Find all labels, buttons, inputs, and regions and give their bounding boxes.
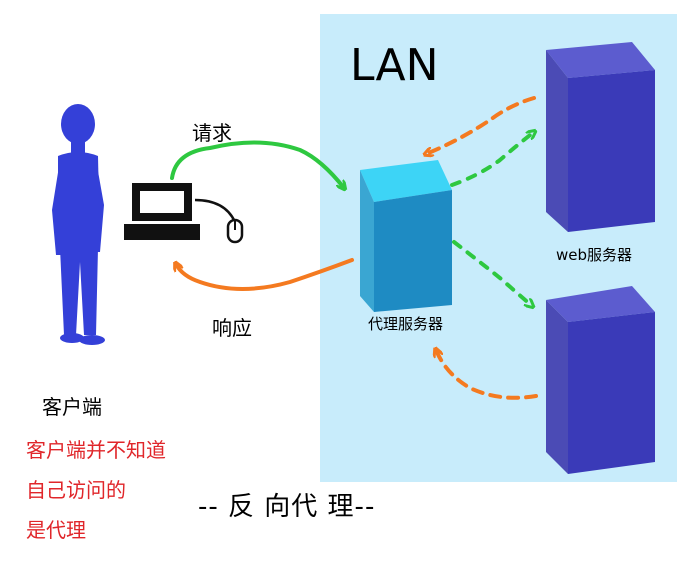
response-label: 响应: [212, 316, 252, 340]
request-arrow: [170, 140, 344, 188]
web-server-label: web服务器: [556, 246, 633, 264]
web-server-bottom-icon: [546, 286, 655, 474]
note-line-3: 是代理: [26, 518, 86, 542]
client-person-icon: [52, 104, 105, 345]
web-top-to-proxy-arrow: [426, 96, 536, 154]
note-line-1: 客户端并不知道: [26, 438, 166, 462]
client-label: 客户端: [42, 395, 102, 419]
lan-title: LAN: [350, 40, 439, 91]
web-server-top-icon: [546, 42, 655, 232]
proxy-to-web-bottom-arrow: [452, 240, 532, 306]
note-line-2: 自己访问的: [26, 478, 126, 502]
computer-icon: [124, 183, 244, 244]
proxy-server-label: 代理服务器: [368, 315, 444, 333]
web-bottom-to-proxy-arrow: [436, 350, 538, 400]
response-arrow: [176, 258, 354, 291]
proxy-to-web-top-arrow: [450, 132, 534, 187]
request-label: 请求: [192, 121, 232, 145]
footer-title: -- 反 向代 理--: [198, 492, 376, 522]
proxy-server-icon: [360, 160, 452, 312]
